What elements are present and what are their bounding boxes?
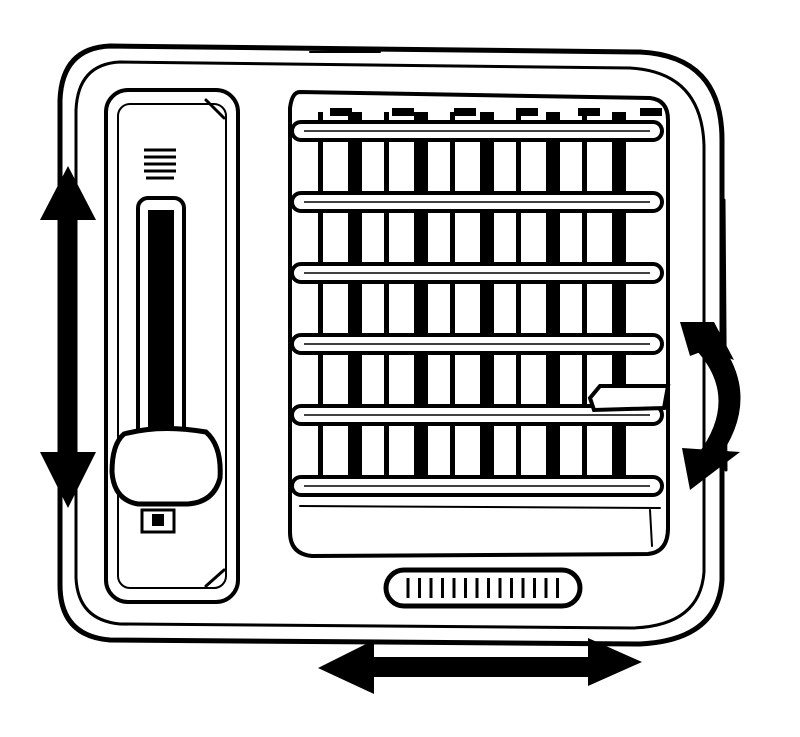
frame-notch — [392, 108, 414, 116]
slider-knob-icon[interactable] — [109, 425, 223, 534]
horizontal-louver[interactable] — [290, 120, 664, 142]
frame-notch — [454, 108, 476, 116]
louver-adjuster-tab[interactable] — [587, 384, 671, 413]
thumbwheel-icon[interactable] — [383, 567, 583, 609]
frame-notch — [640, 108, 662, 116]
horizontal-louver[interactable] — [290, 191, 664, 213]
slider-top-grip — [144, 148, 176, 180]
louver-frame — [288, 89, 670, 559]
vertical-vane — [384, 112, 389, 492]
horizontal-louver[interactable] — [290, 262, 664, 284]
double-arrow-up-down-icon — [40, 166, 96, 508]
vertical-vane — [450, 112, 455, 492]
vertical-vane — [318, 112, 323, 492]
horizontal-louver[interactable] — [290, 404, 664, 426]
double-arrow-left-right-icon — [318, 638, 642, 694]
curved-rotate-arrow-icon — [680, 322, 741, 490]
slider-panel — [104, 88, 240, 604]
vertical-vane — [516, 112, 521, 492]
frame-notch — [330, 108, 352, 116]
vertical-vane — [348, 112, 362, 492]
outer-housing — [57, 43, 728, 647]
horizontal-louver[interactable] — [290, 475, 664, 497]
vertical-vane — [480, 112, 494, 492]
vertical-vane — [612, 112, 626, 492]
horizontal-louver[interactable] — [290, 333, 664, 355]
frame-notch — [516, 108, 538, 116]
frame-notch — [578, 108, 600, 116]
vertical-vanes — [318, 112, 626, 492]
vertical-vane — [546, 112, 560, 492]
vertical-vane — [414, 112, 428, 492]
horizontal-louvers — [290, 108, 664, 497]
vertical-vane — [582, 112, 587, 492]
